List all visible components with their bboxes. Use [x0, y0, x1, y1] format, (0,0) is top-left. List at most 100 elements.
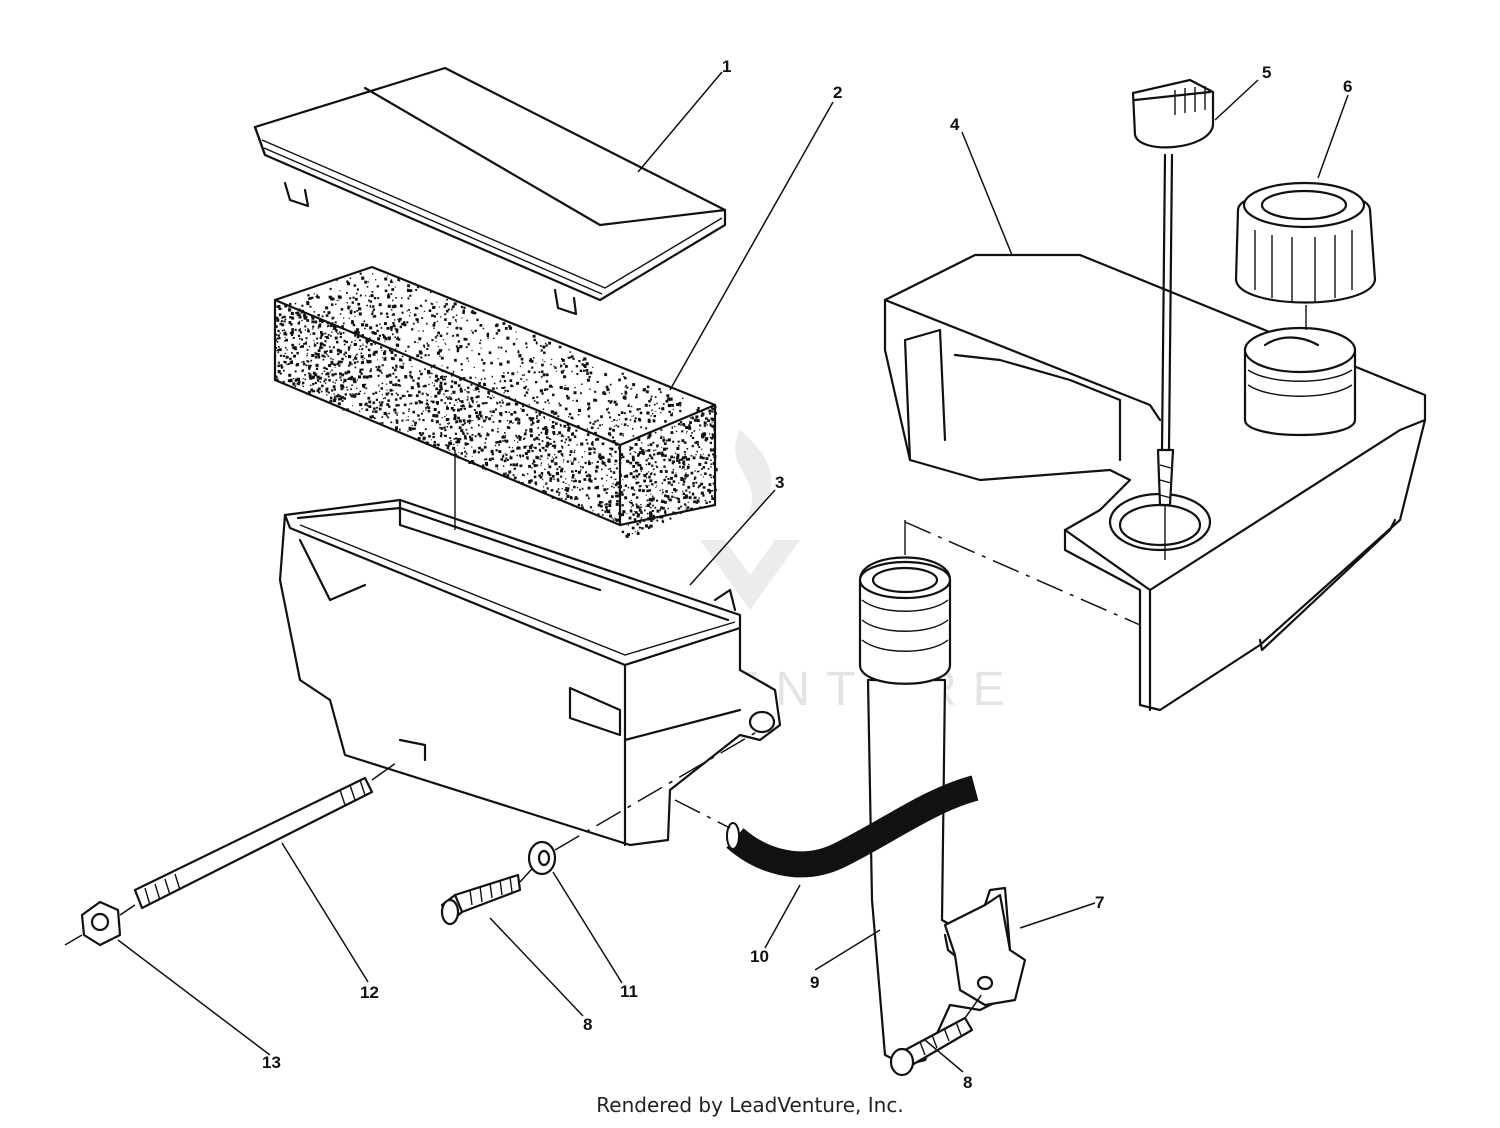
foam-speckle [332, 324, 336, 328]
foam-speckle [380, 422, 382, 425]
foam-speckle [705, 417, 708, 420]
foam-speckle [480, 347, 482, 349]
foam-speckle [385, 392, 389, 396]
callout-6: 6 [1343, 77, 1352, 96]
foam-speckle [397, 318, 399, 321]
foam-speckle [512, 342, 516, 346]
foam-speckle [460, 305, 464, 309]
foam-speckle [611, 455, 613, 457]
foam-speckle [636, 505, 640, 509]
foam-speckle [387, 399, 390, 402]
foam-speckle [517, 418, 521, 422]
foam-speckle [455, 321, 457, 323]
foam-speckle [352, 359, 355, 361]
foam-speckle [524, 394, 527, 397]
foam-speckle [682, 456, 686, 460]
foam-speckle [670, 483, 673, 486]
foam-speckle [580, 442, 584, 446]
foam-speckle [546, 428, 549, 431]
foam-speckle [519, 454, 522, 457]
foam-speckle [557, 480, 560, 482]
foam-speckle [464, 435, 467, 439]
foam-speckle [711, 497, 715, 500]
foam-speckle [358, 375, 362, 379]
foam-speckle [544, 418, 546, 420]
foam-speckle [614, 517, 616, 520]
foam-speckle [559, 423, 562, 426]
foam-speckle [277, 361, 280, 364]
foam-speckle [296, 314, 299, 316]
foam-speckle [481, 402, 484, 405]
foam-speckle [589, 421, 592, 424]
foam-speckle [461, 317, 463, 319]
foam-speckle [448, 322, 452, 326]
foam-speckle [630, 506, 632, 508]
foam-speckle [360, 355, 364, 359]
foam-speckle [517, 351, 520, 354]
foam-speckle [394, 368, 397, 372]
foam-speckle [411, 366, 413, 368]
foam-speckle [654, 431, 657, 434]
foam-speckle [678, 459, 681, 461]
foam-speckle [527, 388, 529, 391]
foam-speckle [434, 374, 438, 378]
foam-speckle [298, 343, 300, 345]
foam-speckle [427, 406, 431, 410]
foam-speckle [306, 302, 310, 306]
foam-speckle [445, 302, 448, 306]
foam-speckle [359, 294, 362, 297]
foam-speckle [334, 321, 337, 324]
foam-speckle [539, 345, 542, 347]
foam-speckle [606, 510, 611, 514]
foam-speckle [592, 441, 594, 443]
foam-speckle [422, 410, 424, 412]
foam-speckle [498, 450, 502, 454]
foam-speckle [660, 429, 663, 431]
foam-speckle [485, 402, 488, 404]
foam-speckle [581, 487, 584, 490]
foam-speckle [562, 455, 564, 457]
foam-speckle [572, 357, 575, 360]
foam-speckle [372, 392, 375, 395]
foam-speckle [368, 360, 372, 364]
foam-speckle [435, 420, 439, 424]
foam-speckle [693, 500, 696, 504]
foam-speckle [463, 447, 465, 449]
foam-speckle [653, 449, 655, 452]
foam-speckle [305, 392, 308, 395]
foam-speckle [622, 455, 625, 459]
foam-speckle [441, 349, 443, 351]
foam-speckle [636, 513, 640, 517]
foam-speckle [653, 453, 656, 456]
foam-speckle [472, 401, 474, 404]
foam-speckle [656, 466, 659, 469]
foam-speckle [504, 389, 507, 392]
foam-speckle [493, 337, 495, 340]
foam-speckle [555, 422, 558, 425]
foam-speckle [689, 421, 692, 424]
foam-speckle [553, 365, 555, 367]
foam-speckle [712, 475, 716, 479]
foam-speckle [455, 314, 458, 316]
foam-speckle [659, 515, 663, 519]
foam-speckle [354, 315, 356, 317]
foam-speckle [308, 374, 312, 378]
foam-speckle [330, 360, 333, 364]
foam-speckle [362, 343, 364, 345]
foam-speckle [415, 289, 418, 291]
foam-speckle [546, 493, 548, 495]
foam-speckle [278, 337, 281, 340]
foam-speckle [551, 474, 555, 478]
foam-speckle [634, 511, 635, 513]
foam-speckle [640, 470, 643, 472]
foam-speckle [441, 375, 443, 377]
foam-speckle [605, 385, 609, 389]
foam-speckle [410, 394, 413, 397]
foam-speckle [288, 308, 292, 312]
foam-speckle [327, 326, 329, 328]
foam-speckle [394, 398, 398, 401]
foam-speckle [276, 305, 279, 308]
foam-speckle [422, 436, 426, 440]
foam-speckle [662, 438, 666, 442]
foam-speckle [502, 440, 504, 442]
